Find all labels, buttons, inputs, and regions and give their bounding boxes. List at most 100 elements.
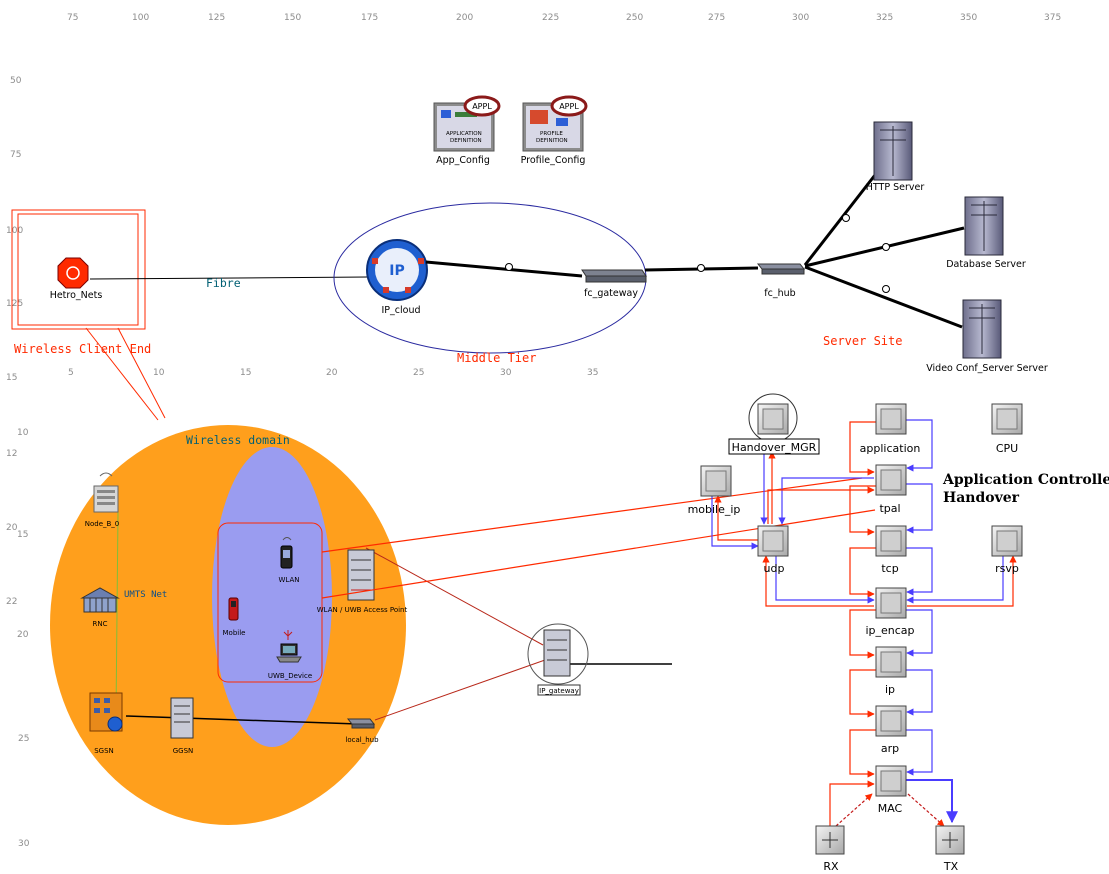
fc-gateway-node[interactable]: fc_gateway — [581, 269, 647, 299]
module-rx[interactable]: RX — [815, 825, 845, 873]
ruler-tick: 125 — [6, 299, 23, 309]
link-marker — [842, 214, 850, 222]
fibre-label: Fibre — [206, 276, 241, 290]
video-server-label: Video Conf_Server Server — [926, 363, 1048, 374]
profile-config-node[interactable]: PROFILE DEFINITION APPL Profile_Config — [521, 95, 588, 166]
ruler-tick: 35 — [587, 368, 598, 378]
link-marker — [697, 264, 705, 272]
ip-cloud-node[interactable]: IP IP_cloud — [366, 239, 428, 316]
ruler-tick: 150 — [284, 13, 301, 23]
module-handover-mgr[interactable]: Handover_MGR — [728, 393, 820, 455]
mobile-cluster-box — [217, 522, 323, 683]
middle-tier-label: Middle Tier — [457, 351, 536, 365]
mobile-ip-label: mobile_ip — [688, 503, 741, 516]
hetro-nets-node[interactable]: Hetro_Nets — [50, 257, 103, 301]
ruler-tick: 5 — [68, 368, 74, 378]
ggsn-node[interactable]: GGSN — [170, 697, 194, 755]
client-end-box-outer — [11, 209, 146, 330]
link-hub-http — [803, 174, 877, 266]
ruler-tick: 250 — [626, 13, 643, 23]
ruler-tick: 275 — [708, 13, 725, 23]
mac-label: MAC — [878, 802, 903, 815]
wlan-node[interactable]: WLAN — [278, 537, 300, 585]
ruler-tick: 25 — [18, 734, 29, 744]
link-marker — [882, 243, 890, 251]
rnc-node[interactable]: RNC — [80, 587, 120, 628]
ip-cloud-label: IP_cloud — [381, 305, 420, 316]
ruler-tick: 50 — [10, 76, 22, 86]
module-rsvp[interactable]: rsvp — [991, 525, 1023, 575]
node-model-title-line1: Application Controlled — [942, 472, 1109, 488]
ruler-tick: 75 — [10, 150, 21, 160]
fc-hub-label: fc_hub — [764, 288, 795, 299]
fc-gateway-label: fc_gateway — [584, 288, 638, 299]
handover-mgr-label: Handover_MGR — [732, 441, 817, 454]
ip-gateway-label: IP_gateway — [539, 687, 579, 695]
module-tcp[interactable]: tcp — [875, 525, 907, 575]
ruler-tick: 15 — [240, 368, 251, 378]
ruler-tick: 75 — [67, 13, 78, 23]
module-application[interactable]: application — [860, 403, 921, 455]
profile-config-line1: PROFILE — [540, 131, 563, 137]
fibre-link — [89, 276, 369, 280]
local-hub-node[interactable]: local_hub — [345, 718, 379, 744]
wlan-uwb-area — [212, 447, 332, 747]
module-ip-encap[interactable]: ip_encap — [865, 587, 915, 637]
arp-label: arp — [881, 742, 899, 755]
database-server-node[interactable]: Database Server — [946, 196, 1026, 270]
access-point-node[interactable]: WLAN / UWB Access Point — [317, 549, 408, 614]
ruler-tick: 25 — [413, 368, 424, 378]
node-b-node[interactable]: Node_B_0 — [85, 472, 120, 528]
ip-gateway-node[interactable]: IP_gateway — [527, 623, 589, 696]
ruler-tick: 125 — [208, 13, 225, 23]
ruler-tick: 225 — [542, 13, 559, 23]
module-tx[interactable]: TX — [935, 825, 965, 873]
module-tpal[interactable]: tpal — [875, 464, 907, 515]
http-server-label: HTTP Server — [866, 182, 925, 193]
wlan-label: WLAN — [278, 576, 299, 584]
node-b-label: Node_B_0 — [85, 520, 120, 528]
left-ruler: 50 75 100 125 15 12 20 22 20 25 30 — [6, 76, 30, 849]
inner-ruler: 5 10 15 20 25 30 35 10 15 20 — [17, 368, 598, 640]
link-hub-ipgw — [374, 659, 546, 721]
app-config-node[interactable]: APPLICATION DEFINITION APPL App_Config — [433, 95, 501, 166]
sgsn-label: SGSN — [94, 747, 114, 755]
link-marker — [882, 285, 890, 293]
profile-config-label: Profile_Config — [521, 155, 586, 166]
handover-link — [321, 509, 876, 599]
ip-encap-label: ip_encap — [865, 624, 914, 637]
http-server-node[interactable]: HTTP Server — [866, 121, 925, 193]
fc-hub-node[interactable]: fc_hub — [756, 263, 806, 299]
rnc-label: RNC — [93, 620, 108, 628]
appl-badge: APPL — [472, 102, 492, 111]
ggsn-label: GGSN — [173, 747, 194, 755]
client-end-box-inner — [17, 213, 139, 326]
app-config-label: App_Config — [436, 155, 490, 166]
video-server-node[interactable]: Video Conf_Server Server — [926, 299, 1048, 374]
app-config-line1: APPLICATION — [446, 131, 482, 137]
module-udp[interactable]: udp — [757, 525, 789, 575]
link-sgsn-hub — [125, 715, 359, 725]
module-mac[interactable]: MAC — [875, 765, 907, 815]
udp-label: udp — [764, 562, 785, 575]
mobile-label: Mobile — [223, 629, 246, 637]
module-arp[interactable]: arp — [875, 705, 907, 755]
cpu-label: CPU — [996, 442, 1018, 455]
uwb-device-node[interactable]: UWB_Device — [268, 630, 312, 680]
link-marker — [505, 263, 513, 271]
ip-cloud-glyph: IP — [389, 263, 404, 279]
ruler-tick: 350 — [960, 13, 977, 23]
sgsn-node[interactable]: SGSN — [89, 692, 123, 755]
ip-label: ip — [885, 683, 895, 696]
module-ip[interactable]: ip — [875, 646, 907, 696]
mobile-node[interactable]: Mobile — [223, 597, 246, 637]
ruler-tick: 100 — [132, 13, 149, 23]
ruler-tick: 12 — [6, 449, 17, 459]
rx-label: RX — [823, 860, 839, 873]
module-cpu[interactable]: CPU — [991, 403, 1023, 455]
wireless-client-end-label: Wireless Client End — [14, 342, 151, 356]
module-mobile-ip[interactable]: mobile_ip — [688, 465, 741, 516]
server-site-label: Server Site — [823, 334, 902, 348]
ruler-tick: 30 — [18, 839, 30, 849]
ruler-tick: 100 — [6, 226, 23, 236]
